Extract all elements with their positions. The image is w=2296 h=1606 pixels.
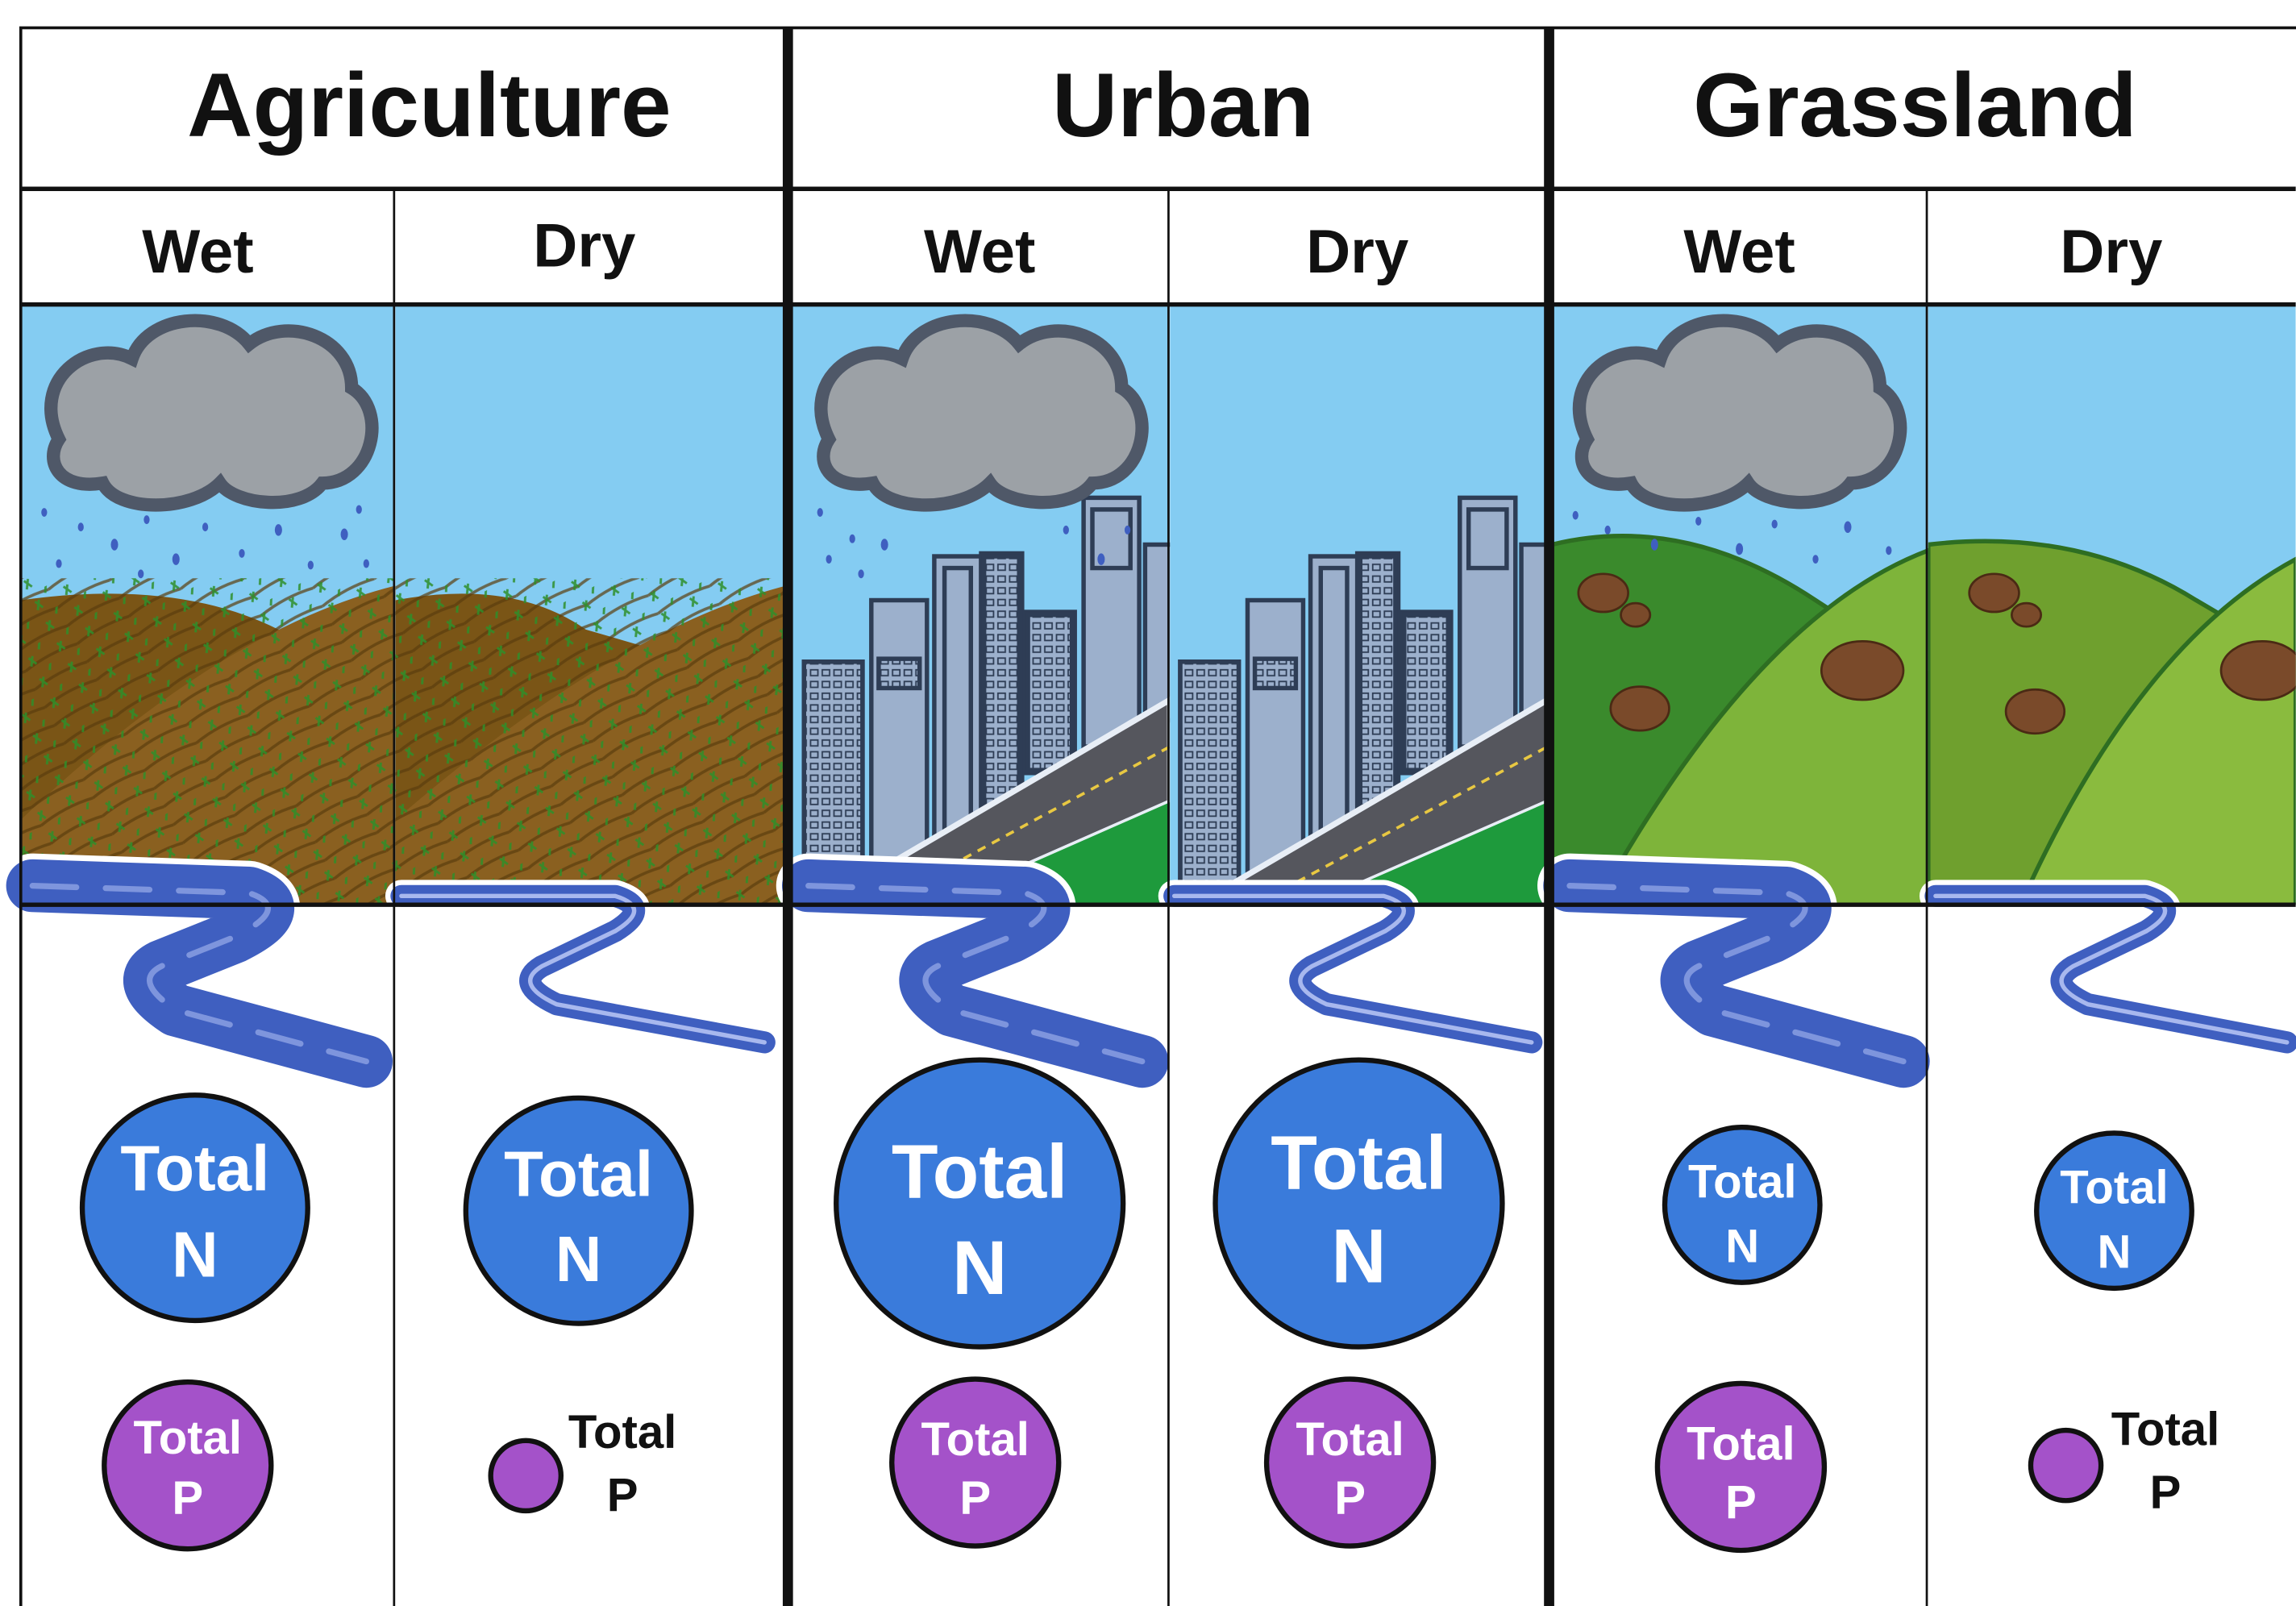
rain-drops [1572,510,1892,564]
total-p-urban-wet: Total P [889,1376,1062,1549]
total-n-label-line2: N [1725,1220,1759,1272]
grass-hills [1552,534,1928,905]
rain-cloud [1572,314,1907,564]
landuse-title-grassland: Grassland [1693,54,2137,156]
cropland-hills [20,578,396,905]
total-p-label-line1: Total [921,1413,1029,1466]
scene-urban-dry [1170,304,1548,905]
total-p-label-line1: Total [2111,1403,2219,1455]
table-grid [19,26,2296,1606]
total-p-agriculture-dry: Total P [488,1406,676,1521]
total-n-urban-dry: Total N [1212,1057,1505,1350]
landuse-headers: Agriculture Urban Grassland [187,54,2137,156]
total-n-label-line2: N [172,1218,218,1290]
narrow-river [385,880,781,1059]
condition-label-grassland-dry: Dry [2060,218,2162,286]
total-n-label-line1: Total [504,1138,653,1210]
total-n-circle [1212,1057,1505,1350]
total-n-label-line2: N [952,1226,1007,1311]
phosphorus-indicators: Total P Total P Total P Total P Total P … [102,1376,2219,1554]
total-n-label-line2: N [1331,1215,1386,1300]
city-buildings [801,495,1171,899]
total-p-urban-dry: Total P [1263,1376,1437,1549]
condition-headers: Wet Dry Wet Dry Wet Dry [142,211,2162,285]
total-n-grassland-wet: Total N [1662,1125,1823,1285]
total-p-agriculture-wet: Total P [102,1379,274,1552]
landuse-title-urban: Urban [1052,54,1314,156]
narrow-river [1919,880,2296,1059]
total-n-grassland-dry: Total N [2034,1130,2194,1292]
total-n-urban-wet: Total N [834,1057,1126,1350]
total-n-label-line1: Total [2060,1162,2168,1214]
total-p-grassland-wet: Total P [1654,1380,1828,1554]
total-p-label-line2: P [1334,1472,1366,1525]
wide-river [776,853,1175,1094]
total-n-label-line1: Total [892,1130,1068,1214]
condition-label-urban-wet: Wet [924,218,1035,286]
total-n-circle [79,1092,310,1324]
total-p-label-line1: Total [134,1412,242,1464]
total-p-grassland-dry: Total P [2028,1403,2219,1518]
total-p-circle [102,1379,274,1552]
rain-cloud [41,314,379,579]
scene-grassland-dry [1928,304,2296,905]
total-p-label-line2: P [607,1469,638,1521]
rain-drops [817,508,1131,579]
total-n-label-line2: N [555,1223,602,1295]
total-n-agriculture-dry: Total N [463,1095,694,1326]
grass-hills [1928,539,2296,905]
condition-label-agriculture-wet: Wet [142,218,253,286]
total-p-circle [1654,1380,1828,1554]
total-n-label-line1: Total [120,1132,269,1204]
landuse-title-agriculture: Agriculture [187,54,672,156]
total-p-label-line2: P [1725,1476,1757,1529]
total-p-circle [1263,1376,1437,1549]
total-p-circle [889,1376,1062,1549]
total-p-label-line2: P [959,1472,991,1525]
condition-label-urban-dry: Dry [1306,218,1408,286]
total-n-label-line2: N [2097,1226,2131,1279]
total-n-circle [2034,1130,2194,1292]
rain-cloud [814,314,1149,579]
total-p-label-line1: Total [568,1406,676,1458]
city-buildings [1178,495,1548,899]
bison-herd [1577,572,1905,732]
total-n-circle [834,1057,1126,1350]
total-p-circle [488,1437,564,1514]
nitrogen-indicators: Total N Total N Total N Total N Total N … [79,1057,2194,1350]
bison-herd [1968,572,2296,735]
total-n-label-line1: Total [1271,1121,1447,1205]
total-p-label-line2: P [172,1472,203,1525]
rivers [0,853,2296,1094]
total-n-label-line1: Total [1688,1155,1796,1208]
total-n-circle [1662,1125,1823,1285]
total-p-label-line1: Total [1687,1417,1795,1470]
total-p-label-line2: P [2150,1466,2182,1518]
road [1190,696,1548,905]
total-n-agriculture-wet: Total N [79,1092,310,1324]
narrow-river [1158,880,1548,1059]
total-p-circle [2028,1427,2104,1504]
wide-river [1537,853,1936,1094]
cropland-hills [395,578,787,905]
total-n-circle [463,1095,694,1326]
condition-label-grassland-wet: Wet [1683,218,1795,286]
total-p-label-line1: Total [1296,1413,1404,1466]
rain-drops [41,505,369,579]
wide-river [0,853,399,1094]
condition-label-agriculture-dry: Dry [533,211,635,280]
scene-agriculture-dry [395,304,787,905]
